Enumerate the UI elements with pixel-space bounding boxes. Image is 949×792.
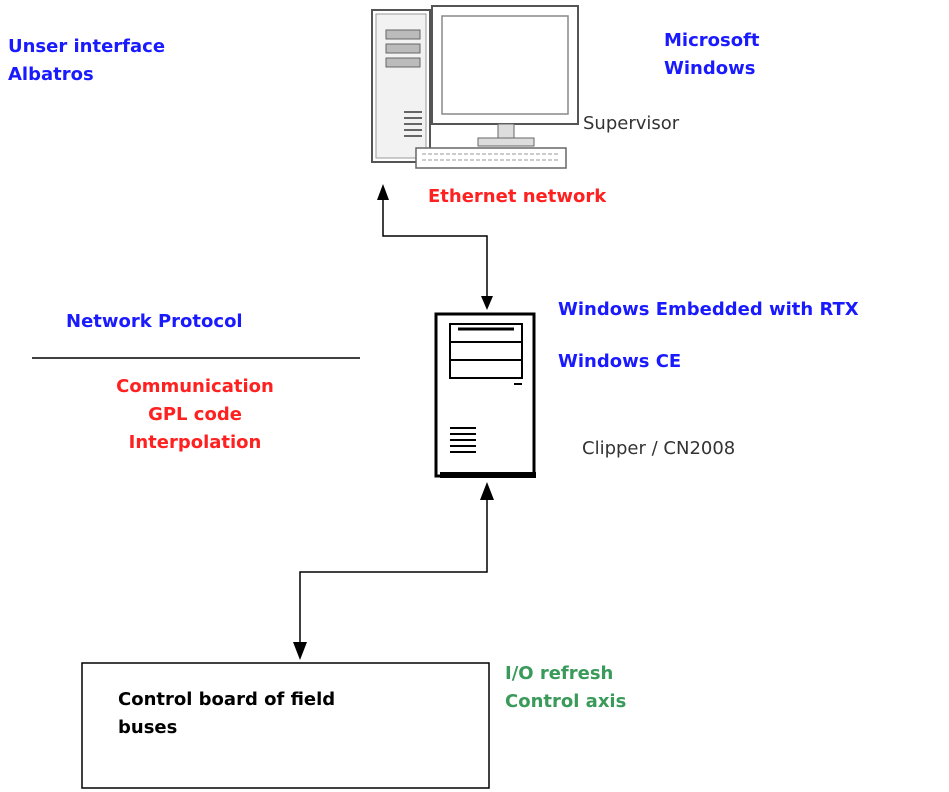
os-label: Microsoft Windows: [664, 30, 760, 79]
arrow-down-icon: [481, 296, 493, 310]
fieldbus-tasks-label: I/O refresh Control axis: [505, 660, 626, 716]
user-interface-label: Unser interface Albatros: [8, 36, 166, 85]
control-board-box: [81, 662, 490, 789]
controller-functions-label: Communication GPL code Interpolation: [80, 373, 310, 457]
control-board-label: Control board of field buses: [118, 689, 336, 738]
arrow-up-icon: [377, 184, 389, 200]
task-item: I/O refresh: [505, 663, 614, 684]
arrow-down-icon: [293, 642, 307, 660]
ethernet-network-label: Ethernet network: [428, 186, 607, 207]
arrow-up-icon: [480, 482, 494, 500]
windows-ce-label: Windows CE: [558, 351, 682, 372]
task-item: Control axis: [505, 691, 627, 712]
function-item: Communication: [116, 376, 274, 397]
supervisor-label: Supervisor: [583, 113, 680, 134]
network-protocol-label: Network Protocol: [66, 311, 243, 332]
windows-embedded-label: Windows Embedded with RTX: [558, 299, 859, 320]
controller-name-label: Clipper / CN2008: [582, 438, 736, 459]
desktop-computer-icon: [371, 5, 579, 169]
function-item: Interpolation: [128, 432, 262, 453]
fieldbus-connector: [293, 482, 494, 660]
server-tower-icon: [434, 312, 536, 478]
ethernet-connector: [377, 184, 493, 310]
function-item: GPL code: [148, 404, 242, 425]
